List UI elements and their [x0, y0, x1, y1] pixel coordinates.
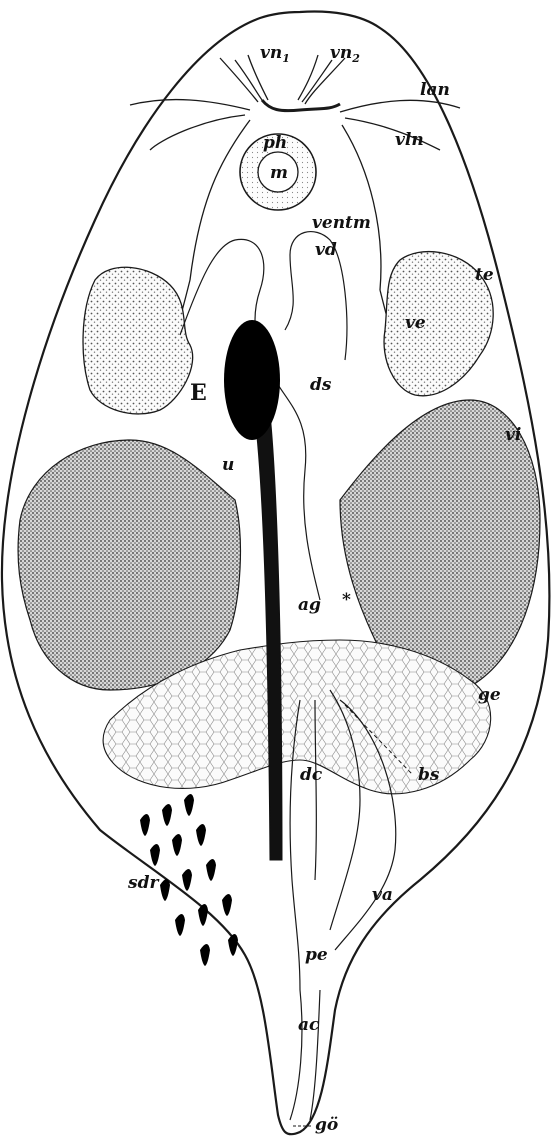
label-sdr: sdr	[127, 873, 159, 893]
label-lan: lan	[420, 80, 450, 100]
label-ag: ag	[298, 595, 321, 615]
label-m: m	[270, 163, 288, 183]
label-u: u	[222, 455, 234, 475]
label-te: te	[475, 265, 494, 285]
label-vd: vd	[315, 240, 337, 260]
label-vn1: vn1	[260, 43, 290, 65]
label-ventm: ventm	[312, 213, 371, 233]
label-vn2: vn2	[330, 43, 360, 65]
label-ds: ds	[310, 375, 332, 395]
label-bs: bs	[418, 765, 440, 785]
label-dc: dc	[300, 765, 323, 785]
label-E: E	[190, 380, 207, 406]
label-ge: ge	[478, 685, 501, 705]
label-vln: vln	[395, 130, 424, 150]
label-vi: vi	[505, 425, 521, 445]
label-star: *	[342, 590, 351, 610]
label-ve: ve	[405, 313, 426, 333]
testes	[83, 252, 493, 414]
label-va: va	[372, 885, 393, 905]
label-ac: ac	[298, 1015, 320, 1035]
label-pe: pe	[305, 945, 328, 965]
label-ph: ph	[263, 133, 287, 153]
egg	[224, 320, 280, 440]
label-go: gö	[315, 1115, 338, 1135]
